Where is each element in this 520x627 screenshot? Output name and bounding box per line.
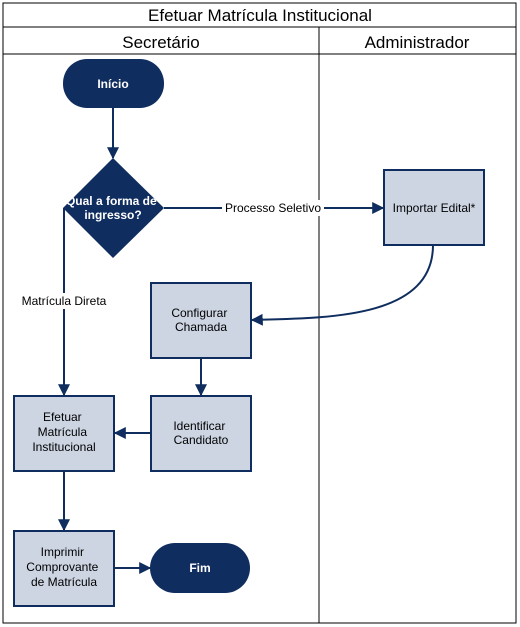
edge-label-processo-seletivo: Processo Seletivo bbox=[225, 201, 321, 215]
node-identificar-line-2: Candidato bbox=[174, 433, 229, 447]
node-efetuar-line-2: Matrícula bbox=[38, 425, 88, 439]
node-configurar-chamada-label: Configurar Chamada bbox=[171, 306, 230, 334]
node-efetuar-line-3: Institucional bbox=[32, 440, 95, 454]
node-decision: Qual a forma de ingresso? bbox=[63, 158, 164, 258]
node-inicio: Início bbox=[63, 59, 164, 108]
edge-label-bg bbox=[222, 200, 324, 216]
node-decision-line-1: Qual a forma de bbox=[66, 194, 157, 208]
edge-importar-configurar bbox=[250, 244, 434, 326]
lane-label-administrador: Administrador bbox=[365, 33, 470, 52]
node-imprimir-line-3: de Matrícula bbox=[31, 575, 97, 589]
node-efetuar-matricula-label: Efetuar Matrícula Institucional bbox=[32, 410, 95, 454]
node-importar-edital: Importar Edital* bbox=[383, 169, 485, 246]
edge-label-bg-2 bbox=[18, 293, 112, 309]
node-fim: Fim bbox=[150, 543, 250, 593]
node-configurar-chamada: Configurar Chamada bbox=[150, 282, 252, 359]
node-identificar-line-1: Identificar bbox=[173, 419, 225, 433]
node-decision-line-2: ingresso? bbox=[84, 208, 141, 222]
node-configurar-line-2: Chamada bbox=[175, 320, 227, 334]
node-imprimir-comprovante-label: Imprimir Comprovante de Matrícula bbox=[26, 545, 101, 589]
node-identificar-candidato: Identificar Candidato bbox=[150, 395, 252, 472]
node-imprimir-comprovante: Imprimir Comprovante de Matrícula bbox=[13, 530, 115, 607]
lane-label-secretario: Secretário bbox=[122, 33, 199, 52]
node-decision-label: Qual a forma de ingresso? bbox=[66, 194, 160, 222]
node-inicio-label: Início bbox=[97, 77, 128, 91]
diagram-title: Efetuar Matrícula Institucional bbox=[148, 6, 372, 25]
edge-label-matricula-direta: Matrícula Direta bbox=[22, 294, 107, 308]
node-efetuar-line-1: Efetuar bbox=[43, 410, 82, 424]
node-configurar-line-1: Configurar bbox=[171, 306, 227, 320]
node-efetuar-matricula: Efetuar Matrícula Institucional bbox=[13, 395, 115, 472]
node-importar-edital-label: Importar Edital* bbox=[393, 201, 476, 215]
node-fim-label: Fim bbox=[189, 561, 210, 575]
node-imprimir-line-1: Imprimir bbox=[41, 545, 84, 559]
node-identificar-candidato-label: Identificar Candidato bbox=[173, 419, 228, 447]
node-imprimir-line-2: Comprovante bbox=[26, 560, 98, 574]
